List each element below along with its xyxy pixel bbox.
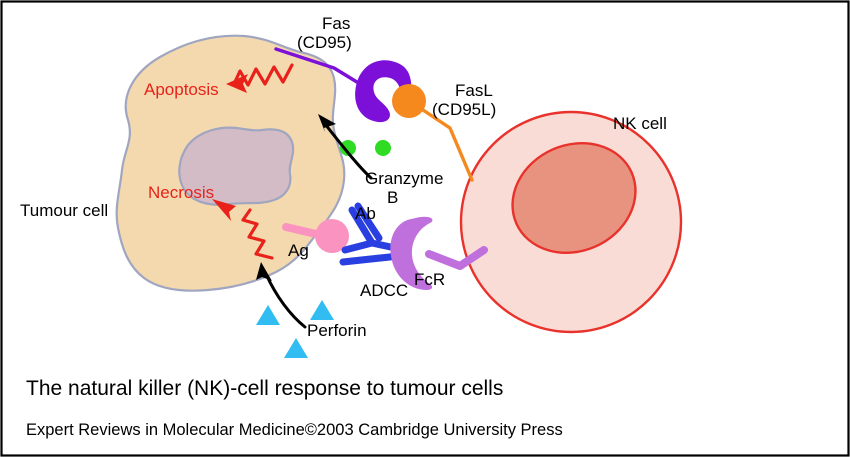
fasl-label: FasL: [455, 81, 493, 100]
fasl-ligand-stalk: [409, 100, 474, 182]
figure-caption-title: The natural killer (NK)-cell response to…: [26, 377, 503, 400]
tumour-cell-nucleus: [178, 126, 295, 206]
apoptosis-arrowhead: [226, 74, 248, 93]
adcc-label: ADCC: [360, 281, 408, 300]
fasl-ligand-circle-icon: [392, 84, 426, 118]
granzyme-curved-arrow-icon: [323, 122, 373, 180]
tumour-cell-label: Tumour cell: [20, 201, 108, 220]
antibody-label: Ab: [355, 204, 376, 223]
fas-label: Fas: [322, 14, 350, 33]
nk-cell-label: NK cell: [613, 114, 667, 133]
antigen-stalk: [282, 223, 320, 238]
antibody-y-icon: [339, 202, 404, 266]
perforin-arrowhead: [256, 262, 272, 281]
necrosis-arrowhead: [212, 199, 236, 221]
necrosis-zigzag-arrow-icon: [241, 208, 274, 260]
antigen-circle-icon: [315, 219, 349, 253]
fcr-receptor-crescent-icon: [390, 216, 433, 290]
antigen-label: Ag: [288, 241, 309, 260]
apoptosis-zigzag-arrow-icon: [232, 63, 294, 87]
perforin-triangle-icon: [310, 300, 334, 320]
fcr-label: FcR: [414, 270, 445, 289]
granzyme-granule-icon: [340, 140, 356, 156]
granzyme-arrowhead: [318, 114, 336, 132]
nk-cell-nucleus: [511, 142, 637, 254]
figure-caption-credit: Expert Reviews in Molecular Medicine©200…: [26, 421, 563, 439]
granzyme-label: Granzyme: [365, 169, 443, 188]
granzyme-b-label: B: [387, 188, 398, 207]
perforin-curved-arrow-icon: [264, 272, 307, 329]
perforin-label: Perforin: [307, 321, 367, 340]
fas-receptor-crescent-icon: [355, 60, 412, 123]
fcr-receptor-stalk: [425, 246, 488, 270]
perforin-triangle-icon: [256, 305, 280, 325]
granzyme-granule-icon: [375, 140, 391, 156]
fasl-alt-label: (CD95L): [432, 100, 496, 119]
necrosis-label: Necrosis: [148, 183, 214, 202]
apoptosis-label: Apoptosis: [144, 80, 219, 99]
fas-alt-label: (CD95): [297, 33, 352, 52]
perforin-triangle-icon: [284, 338, 308, 358]
